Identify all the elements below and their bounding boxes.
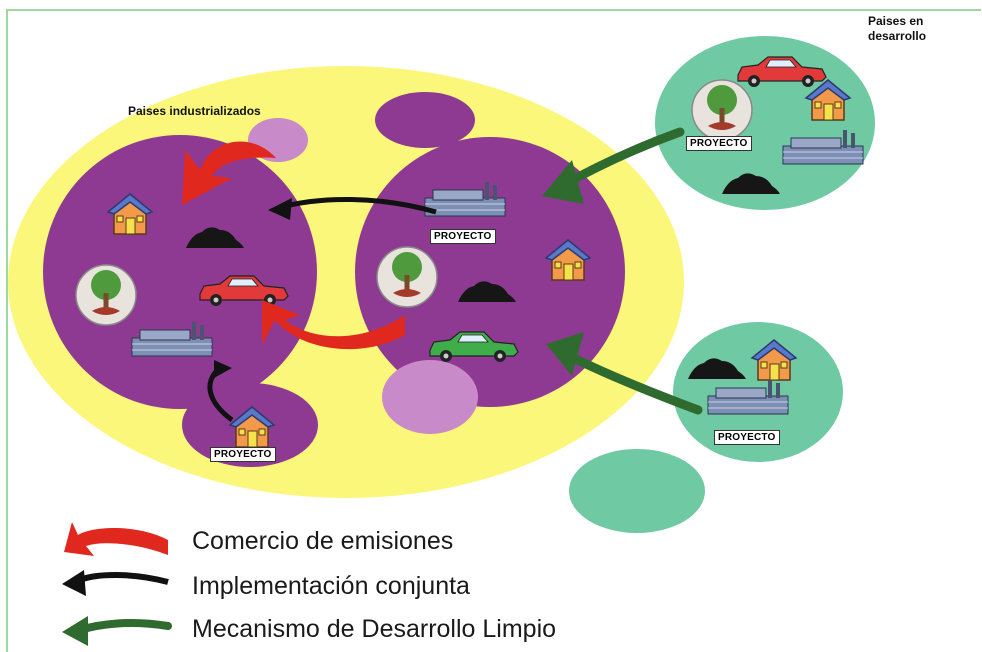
country-small-top [375,92,475,148]
industrialized-label: Paises industrializados [128,104,261,118]
frame-border [6,9,981,652]
legend-joint-implementation: Implementación conjunta [192,572,470,600]
red-arrow-middle [262,300,405,350]
project-tag: PROYECTO [686,136,752,151]
black-curved-arrow-icon [78,572,169,585]
tree-icon [75,264,137,326]
project-tag: PROYECTO [430,229,496,244]
green-arrowhead-top [542,160,584,204]
green-arrowhead-bottom [546,332,584,376]
legend-clean-development: Mecanismo de Desarrollo Limpio [192,615,557,643]
black-arrowhead-bottom [214,360,232,378]
country-right [355,137,625,407]
project-tag: PROYECTO [714,430,780,445]
tree-icon [376,246,438,308]
black-arrowhead-top [268,198,292,220]
legend-emissions-trading: Comercio de emisiones [192,527,454,555]
black-legend-arrowhead [62,570,86,596]
tree-icon [691,79,753,141]
red-curved-arrow-icon [64,522,168,556]
developing-country-small [569,449,705,533]
green-legend-arrowhead [62,616,88,646]
black-arrow-top [277,196,437,215]
country-light-bottom [382,360,478,434]
red-arrow-top [182,141,276,205]
project-tag: PROYECTO [210,447,276,462]
developing-label: Paises en desarrollo [868,14,927,43]
green-brush-arrow-icon [76,619,172,634]
country-left [43,135,317,409]
